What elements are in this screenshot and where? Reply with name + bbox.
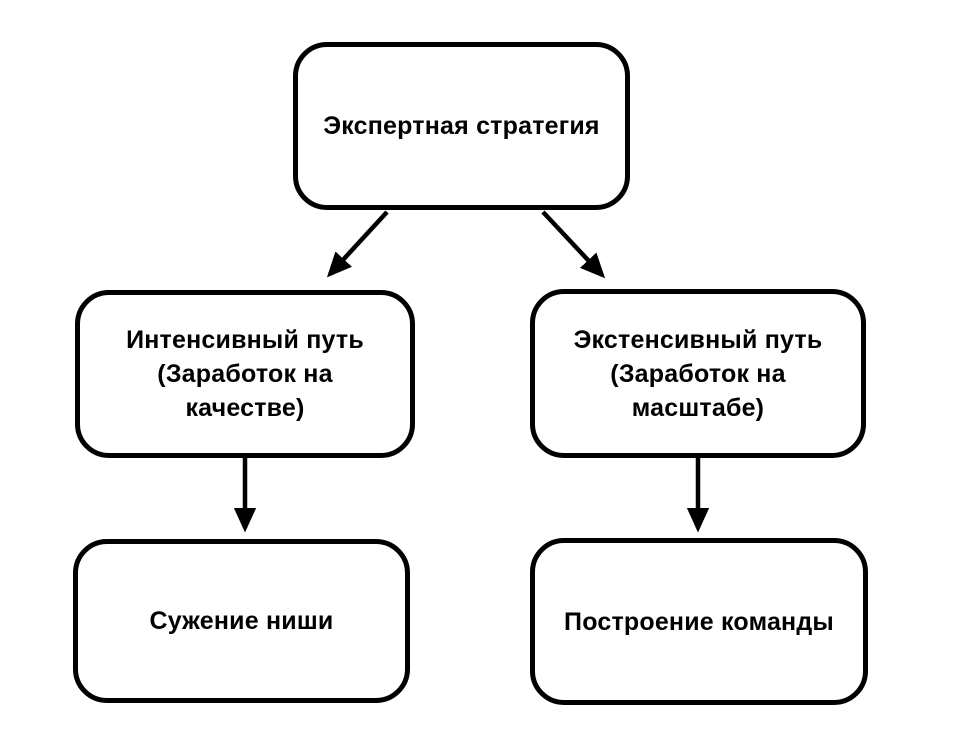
node-team-building-label: Построение команды <box>564 607 834 636</box>
node-intensive-path-label-line3: качестве) <box>185 394 305 422</box>
node-intensive-path: Интенсивный путь (Заработок на качестве) <box>75 290 415 458</box>
node-intensive-path-label-line2: (Заработок на <box>157 360 333 388</box>
node-expert-strategy: Экспертная стратегия <box>293 42 630 210</box>
node-niche-narrowing-label: Сужение ниши <box>149 607 334 635</box>
node-intensive-path-label-line1: Интенсивный путь <box>126 326 364 354</box>
node-extensive-path-label-line3: масштабе) <box>631 393 765 422</box>
arrow-expert-to-intensive <box>326 210 389 278</box>
node-extensive-path-label-line2: (Заработок на <box>610 359 786 388</box>
node-team-building: Построение команды <box>530 538 868 705</box>
node-expert-strategy-label: Экспертная стратегия <box>323 112 600 140</box>
node-extensive-path-label-line1: Экстенсивный путь <box>573 325 823 354</box>
arrow-expert-to-extensive <box>541 210 606 279</box>
node-niche-narrowing: Сужение ниши <box>73 539 410 703</box>
node-extensive-path: Экстенсивный путь (Заработок на масштабе… <box>530 289 866 458</box>
